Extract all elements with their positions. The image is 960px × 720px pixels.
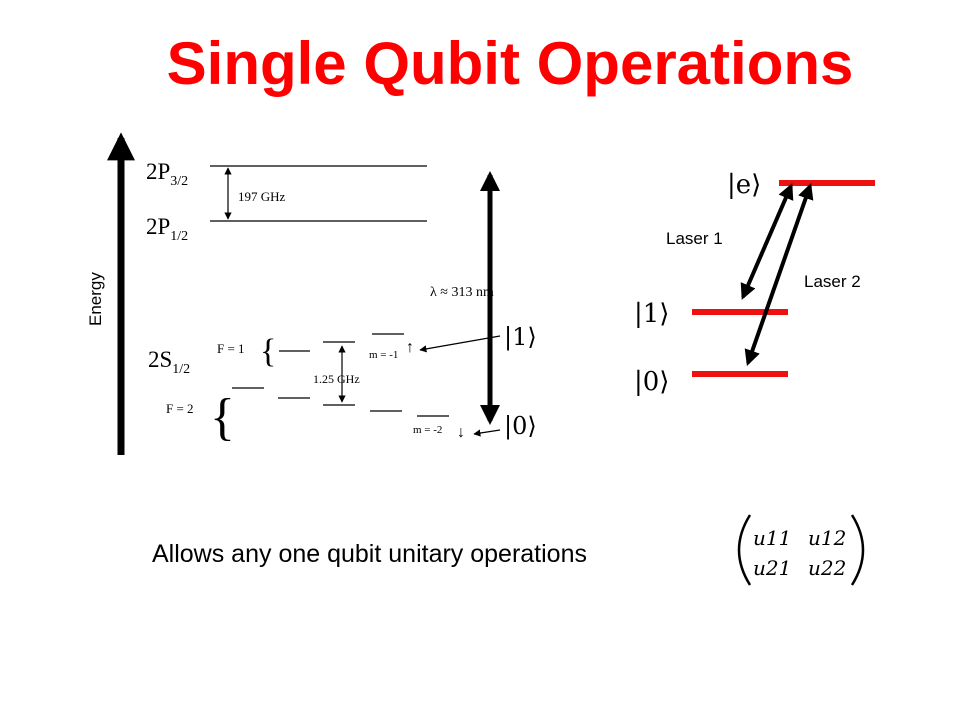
matrix-u11: u11 [753,526,791,550]
f2-brace: { [210,389,235,446]
f1-brace: { [260,333,276,370]
matrix-right-paren [850,514,865,586]
level-2p12-label: 2P1/2 [146,214,188,244]
ket-e-label: |e⟩ [727,170,761,200]
energy-level-diagram: Energy 2P3/2 2P1/2 197 GHz λ ≈ 313 nm 2S… [86,132,537,455]
ket-zero-label: |0⟩ [504,412,537,441]
matrix-left-paren [737,514,752,586]
level-2s12-label: 2S1/2 [148,347,190,377]
level-2p32-label: 2P3/2 [146,159,188,189]
m-lower-arrow: ↓ [457,424,465,441]
matrix-u22: u22 [808,556,846,580]
slide-title: Single Qubit Operations [166,30,854,97]
unitary-matrix: u11 u12 u21 u22 [737,514,865,586]
laser1-label: Laser 1 [666,229,723,248]
m-upper-label: m = -1 [369,349,398,361]
laser2-arrow [744,182,814,367]
raman-ket-zero-label: |0⟩ [634,367,669,397]
fine-splitting-label: 197 GHz [238,189,286,204]
hyperfine-splitting-label: 1.25 GHz [313,372,360,386]
f1-label: F = 1 [217,341,245,356]
m-lower-label: m = -2 [413,424,442,436]
ket-zero-pointer [473,429,501,437]
raman-diagram: |e⟩ |1⟩ |0⟩ Laser 1 Laser 2 [634,170,875,397]
m-upper-arrow: ↑ [406,339,414,356]
laser2-label: Laser 2 [804,272,861,291]
raman-ket-one-label: |1⟩ [634,299,669,329]
ket-one-label: |1⟩ [504,323,537,352]
energy-axis-label: Energy [86,272,105,326]
matrix-u21: u21 [753,556,791,580]
ket-one-pointer [419,335,501,353]
matrix-u12: u12 [808,526,846,550]
wavelength-label: λ ≈ 313 nm [430,285,494,300]
f2-label: F = 2 [166,401,194,416]
caption-text: Allows any one qubit unitary operations [152,540,587,568]
laser1-arrow [740,183,794,300]
